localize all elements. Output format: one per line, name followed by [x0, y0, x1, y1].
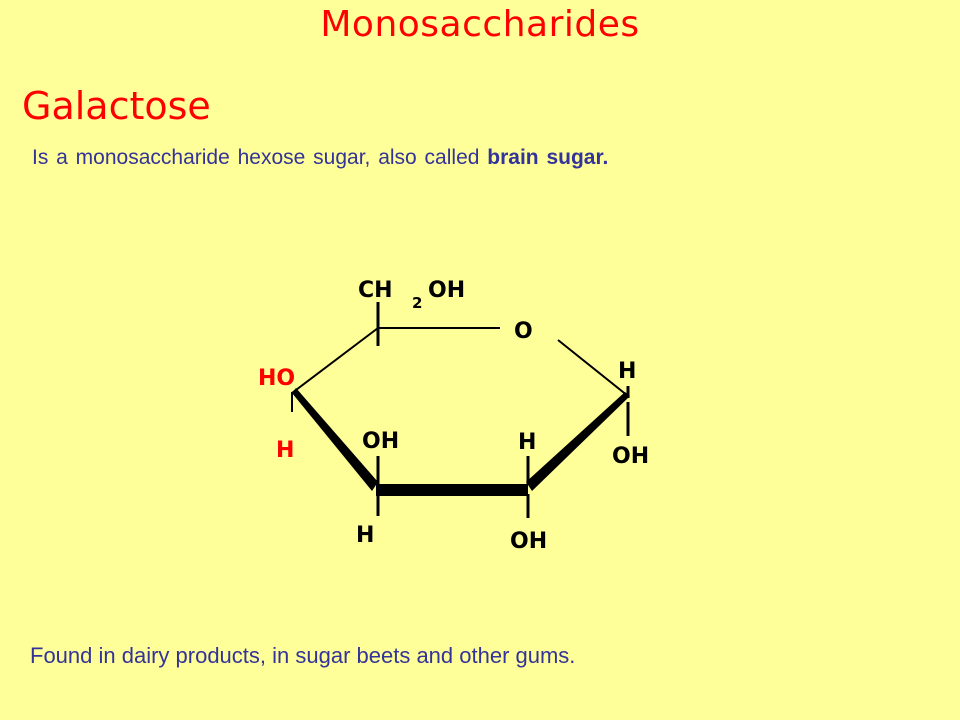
- bond-c3-c2-bold: [376, 484, 528, 496]
- footer-note: Found in dairy products, in sugar beets …: [30, 643, 576, 668]
- bond-c5-c4: [291, 327, 379, 394]
- label-c2-oh: OH: [510, 529, 547, 554]
- galactose-structure-diagram: CH 2 OH O HO H OH H H OH H OH: [258, 278, 649, 554]
- label-ch2-subscript: 2: [412, 294, 422, 312]
- bond-o-c1: [557, 339, 629, 397]
- label-c3-oh: OH: [362, 429, 399, 454]
- label-c1-h: H: [618, 359, 636, 384]
- slide-title: Monosaccharides: [320, 4, 640, 45]
- label-c4-ho: HO: [258, 366, 295, 391]
- bond-c4-c3-wedge: [292, 388, 378, 491]
- label-c2-h: H: [518, 430, 536, 455]
- label-ch2: CH: [358, 278, 393, 303]
- description: Is a monosaccharide hexose sugar, also c…: [32, 146, 608, 170]
- label-ch2-oh: OH: [428, 278, 465, 303]
- description-highlight: brain sugar.: [487, 146, 609, 169]
- section-heading: Galactose: [22, 84, 211, 128]
- description-text: Is a monosaccharide hexose sugar, also c…: [32, 146, 488, 169]
- label-c3-h: H: [356, 523, 374, 548]
- label-ring-oxygen: O: [514, 319, 533, 344]
- label-c4-h: H: [276, 438, 294, 463]
- bond-c2-c1-wedge: [526, 392, 630, 491]
- label-c1-oh: OH: [612, 444, 649, 469]
